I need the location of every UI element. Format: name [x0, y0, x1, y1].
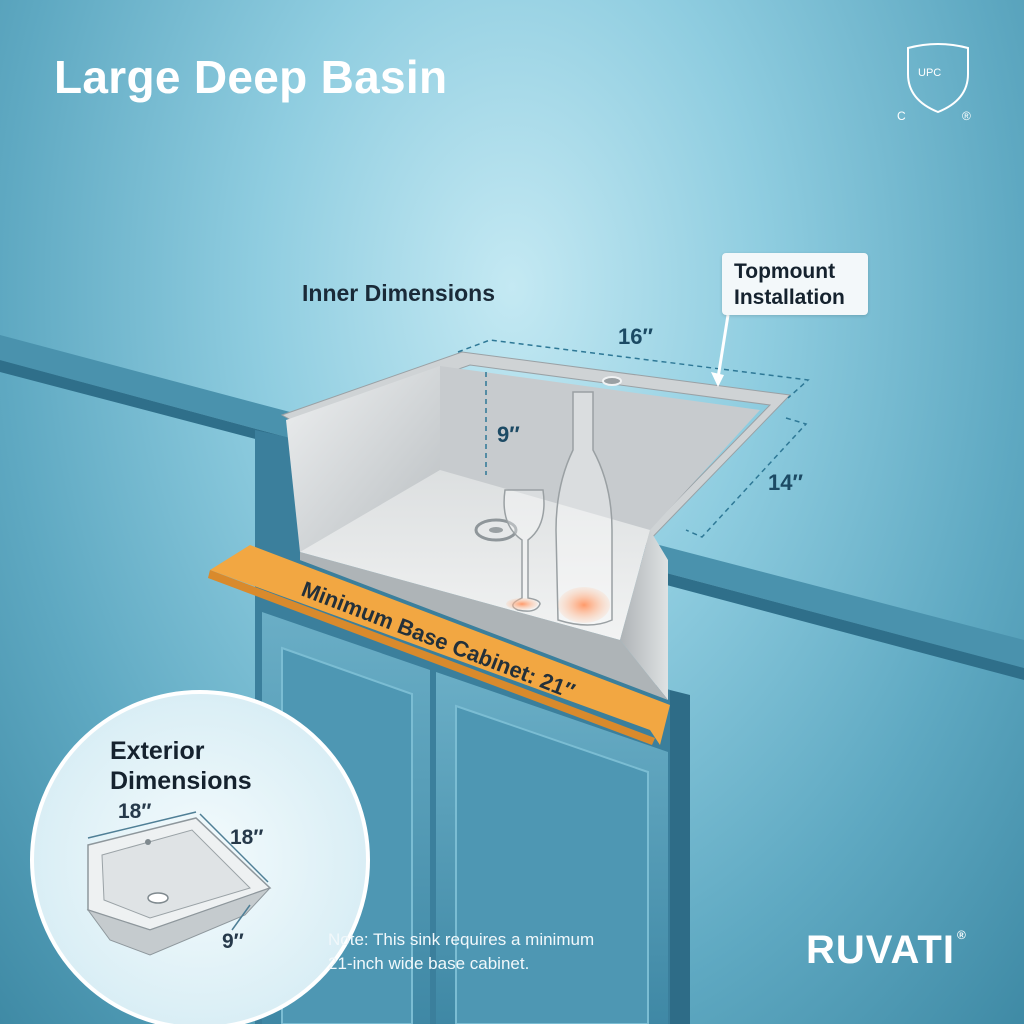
wine-bottle — [555, 391, 613, 626]
mini-sink-front — [86, 887, 271, 956]
exterior-title-line2: Dimensions — [110, 767, 252, 795]
mini-sink-drain — [147, 892, 169, 904]
note-line2: 21-inch wide base cabinet. — [328, 954, 530, 973]
callout-line1: Topmount — [734, 260, 836, 283]
wine-glass — [503, 489, 545, 612]
tap-hole — [602, 376, 622, 386]
cabinet-note: Note: This sink requires a minimum 21-in… — [328, 928, 594, 976]
callout-pointer-arrow — [711, 372, 724, 387]
callout-line2: Installation — [734, 286, 845, 309]
inner-length-label: 14″ — [768, 470, 804, 495]
note-line1: Note: This sink requires a minimum — [328, 930, 595, 949]
countertop-right — [640, 540, 1024, 668]
cabinet-door-right-panel — [455, 704, 649, 1024]
sink-front-face — [300, 552, 668, 700]
mini-dim-width — [87, 811, 197, 839]
brand-name: RUVATI — [806, 928, 955, 972]
exterior-depth-label: 9′′ — [222, 930, 244, 953]
brand-logo: RUVATI® — [806, 928, 967, 973]
upc-right: ® — [962, 109, 971, 123]
page-title: Large Deep Basin — [54, 51, 448, 103]
wine-bottle-glow — [558, 587, 610, 623]
upc-left: C — [897, 109, 906, 123]
exterior-dimensions-title: Exterior Dimensions — [110, 736, 252, 796]
brand-registered-mark: ® — [956, 928, 967, 942]
countertop-left-face — [0, 360, 290, 448]
wine-glass-base-glow — [506, 598, 538, 610]
mini-dim-depth — [231, 904, 251, 931]
mini-dim-length — [199, 813, 269, 883]
mini-sink-tap-hole — [145, 839, 151, 845]
countertop-right-face — [640, 566, 1024, 680]
cabinet-width-band-edge — [208, 570, 655, 745]
sink-right-wall — [620, 530, 668, 700]
dim-line-length — [685, 417, 808, 538]
upc-shield-icon: UPC C ® — [897, 43, 971, 123]
exterior-width-label: 18′′ — [118, 800, 152, 823]
drain-center — [489, 527, 503, 533]
topmount-callout: Topmount Installation — [722, 253, 868, 315]
cabinet-width-band — [210, 545, 670, 745]
inner-width-label: 16″ — [618, 324, 654, 349]
countertop-left — [0, 335, 290, 438]
callout-pointer — [716, 314, 730, 379]
mini-sink-basin — [101, 829, 251, 919]
inner-dimensions-label: Inner Dimensions — [302, 280, 495, 306]
upc-text: UPC — [918, 67, 941, 79]
exterior-length-label: 18′′ — [230, 826, 264, 849]
exterior-title-line1: Exterior — [110, 737, 205, 765]
cabinet-side — [670, 690, 690, 1024]
inner-depth-label: 9″ — [497, 422, 520, 447]
